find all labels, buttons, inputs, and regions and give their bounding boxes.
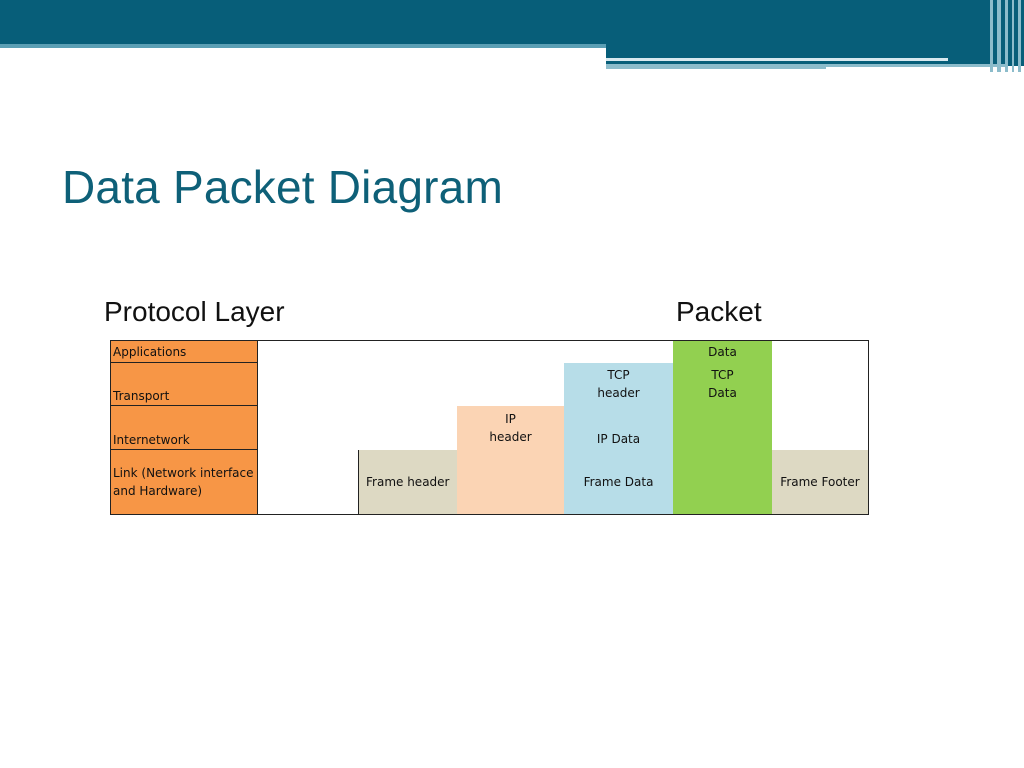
banner-vertical-stripe	[997, 0, 1001, 72]
tcp-data-line2: Data	[708, 386, 737, 400]
slide-title: Data Packet Diagram	[62, 161, 503, 213]
ip-header-line2: header	[489, 429, 532, 444]
banner-band-right	[606, 44, 1024, 66]
table-row-transport: Transport TCP header TCP Data	[110, 362, 869, 406]
tcp-header-line2: header	[597, 386, 640, 400]
ip-data-payload-cell	[673, 405, 772, 450]
packet-heading: Packet	[676, 296, 762, 327]
ip-header-line1: IP	[505, 411, 516, 426]
frame-data-cell: Frame Data	[564, 449, 673, 515]
banner-band	[0, 0, 1024, 44]
empty-cell	[257, 362, 358, 406]
packet-table: Applications Data Transport TCP header T…	[110, 340, 869, 515]
banner-vertical-stripe	[1012, 0, 1014, 72]
ip-data-cell: IP Data	[564, 405, 673, 450]
empty-cell	[772, 405, 869, 450]
banner-vertical-stripe	[1005, 0, 1008, 72]
empty-cell	[358, 340, 457, 363]
table-row-applications: Applications Data	[110, 340, 869, 363]
tcp-header-cell: TCP header	[564, 362, 673, 406]
frame-footer-cell: Frame Footer	[772, 449, 869, 515]
empty-cell	[257, 405, 358, 450]
frame-header-cell: Frame header	[357, 449, 457, 515]
empty-cell	[772, 362, 869, 406]
banner-stripe	[606, 64, 826, 69]
empty-cell	[457, 362, 564, 406]
table-row-internetwork: Internetwork IP header IP Data	[110, 405, 869, 450]
empty-cell	[257, 449, 358, 515]
layer-link: Link (Network interface and Hardware)	[110, 449, 258, 515]
empty-cell	[358, 405, 457, 450]
tcp-data-line1: TCP	[711, 368, 734, 382]
frame-payload-cell	[673, 449, 772, 515]
banner-vertical-stripe	[1018, 0, 1021, 72]
layer-transport: Transport	[110, 362, 258, 406]
layer-applications: Applications	[110, 340, 258, 363]
tcp-data-cell: TCP Data	[673, 362, 772, 406]
empty-cell	[564, 340, 673, 363]
top-banner	[0, 0, 1024, 72]
protocol-layer-heading: Protocol Layer	[104, 296, 285, 327]
empty-cell	[457, 340, 564, 363]
ip-header-cell: IP header	[457, 405, 564, 450]
layer-internetwork: Internetwork	[110, 405, 258, 450]
empty-cell	[358, 362, 457, 406]
tcp-header-line1: TCP	[607, 368, 630, 382]
table-row-link: Link (Network interface and Hardware) Fr…	[110, 449, 869, 515]
banner-vertical-stripe	[990, 0, 993, 72]
banner-stripe	[606, 58, 948, 61]
banner-stripe	[0, 44, 606, 48]
empty-cell	[257, 340, 358, 363]
banner-stripe	[826, 64, 1006, 67]
frame-ip-cell	[457, 449, 564, 515]
app-data-cell: Data	[673, 340, 772, 363]
empty-cell	[772, 340, 869, 363]
